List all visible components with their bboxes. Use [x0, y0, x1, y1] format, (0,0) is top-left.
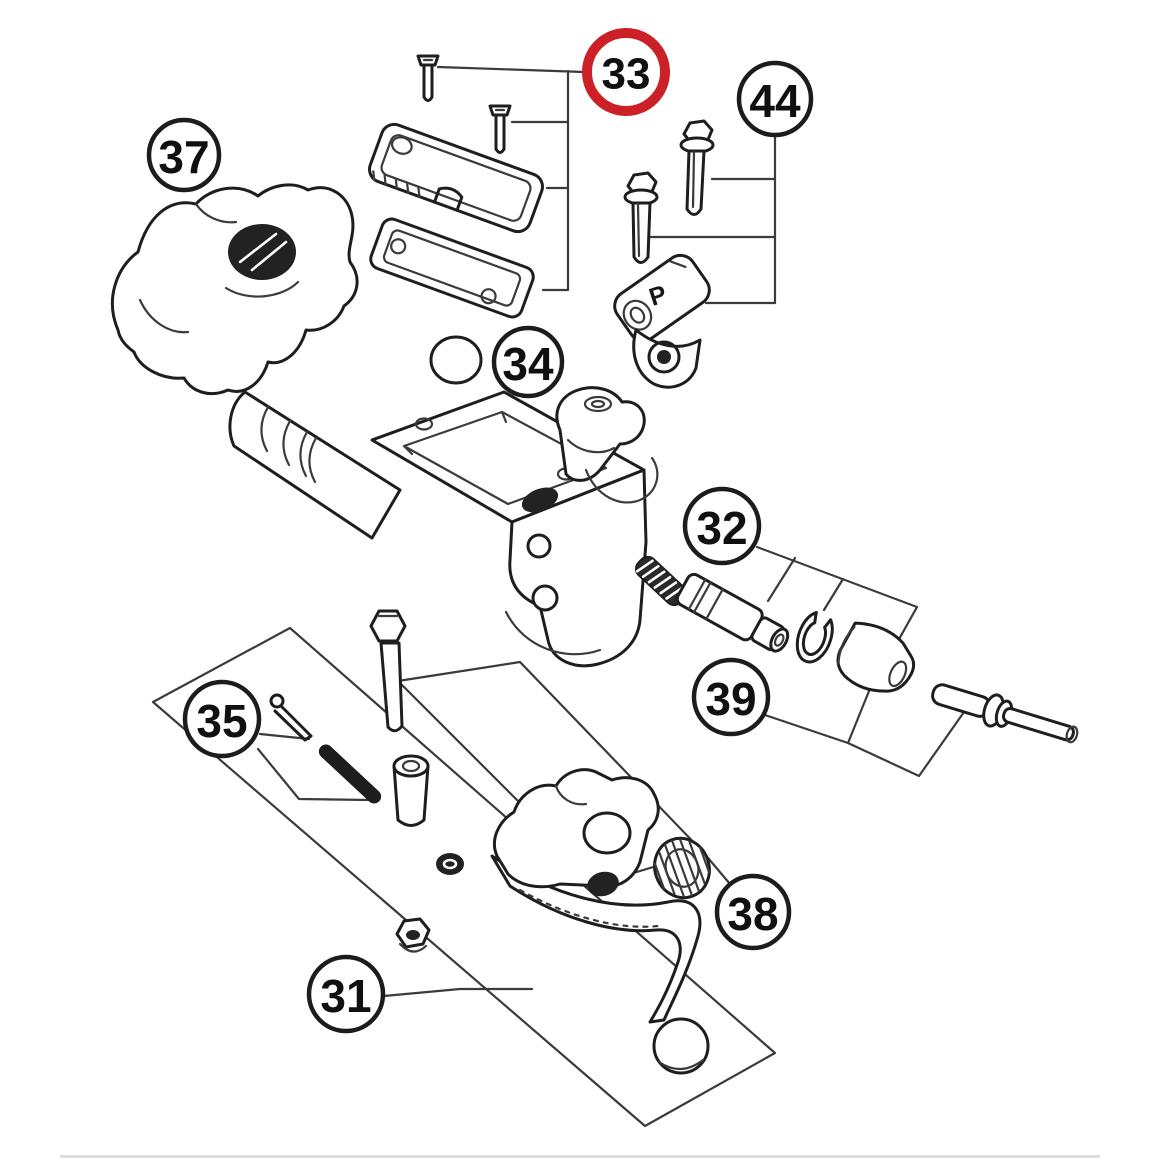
lever-washer [436, 853, 464, 875]
callout-38-label: 38 [727, 888, 778, 940]
body-front-clevis [508, 468, 648, 668]
reservoir-guard-detail [138, 202, 300, 334]
callout-35-leader [256, 732, 372, 802]
callout-33-leader [436, 65, 586, 292]
callout-34-label: 34 [502, 338, 554, 390]
callout-32-leader [755, 545, 919, 652]
circlip [795, 611, 834, 664]
master-piston [675, 572, 790, 653]
scan-artifact-line [60, 1155, 1100, 1158]
callout-35[interactable]: 35 [182, 679, 262, 759]
callout-31-label: 31 [320, 970, 371, 1022]
lever-perch-body [492, 768, 660, 889]
handlebar-clamp: P [613, 253, 711, 389]
piston-boot [836, 621, 916, 693]
callout-32-label: 32 [696, 502, 747, 554]
callout-31[interactable]: 31 [306, 954, 386, 1034]
pivot-sleeve [392, 754, 430, 827]
callout-39[interactable]: 39 [691, 657, 771, 737]
lever-spring [318, 744, 382, 804]
callout-38[interactable]: 38 [714, 873, 792, 951]
clamp-bolt-lower [623, 171, 659, 264]
guard-grommet-highlight [238, 232, 288, 272]
callout-35-label: 35 [196, 695, 247, 747]
perch-arm [555, 386, 646, 482]
callout-31-leader [382, 987, 534, 998]
diaphragm-plate [369, 217, 535, 319]
lever-ball-end [652, 1017, 710, 1075]
reservoir-guard-outline [110, 183, 359, 395]
pivot-bolt [369, 609, 407, 733]
lever-adjuster-dial [653, 836, 711, 900]
lever-blade [490, 854, 702, 1024]
callout-33-label: 33 [602, 50, 651, 99]
clamp-bolt-upper [679, 119, 715, 216]
callout-37[interactable]: 37 [146, 117, 222, 193]
callout-44[interactable]: 44 [736, 60, 814, 138]
push-rod [931, 683, 1079, 744]
cotter-pin [269, 693, 313, 742]
guard-grommet-hole [228, 224, 296, 280]
reservoir-guard [110, 183, 359, 395]
callout-44-leader [645, 134, 777, 305]
pivot-nut [395, 917, 431, 953]
callout-37-label: 37 [158, 131, 209, 183]
callout-39-label: 39 [705, 673, 756, 725]
reservoir-boot [429, 335, 483, 385]
cap-screw-1 [416, 54, 440, 102]
callout-33-highlight-ring [582, 28, 670, 116]
cylinder-bore [521, 487, 559, 513]
cap-screw-2 [488, 104, 512, 154]
reservoir-cap [368, 122, 544, 234]
callout-44-label: 44 [749, 75, 801, 127]
group-31-outline [151, 626, 777, 1128]
handlebar-stub [228, 390, 402, 540]
callout-33[interactable]: 33 [582, 28, 670, 116]
master-cylinder-body [228, 386, 659, 668]
brake-lever [395, 768, 711, 1075]
callout-34[interactable]: 34 [491, 325, 565, 399]
callout-32[interactable]: 32 [682, 486, 762, 566]
